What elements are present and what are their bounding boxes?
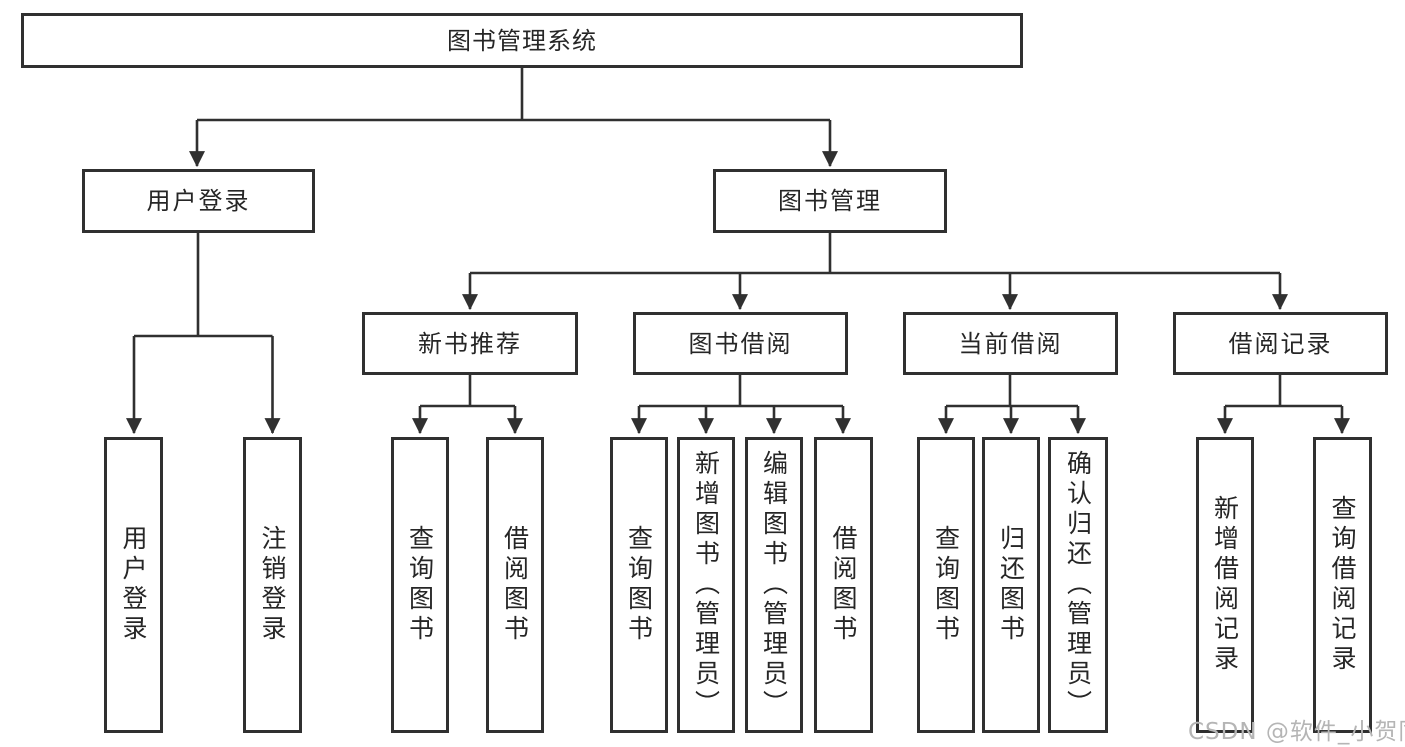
node-borrow-books: 借阅图书 [814,437,873,733]
node-logout: 注销登录 [243,437,302,733]
node-add-books-admin: 新增图书（管理员） [677,437,735,733]
node-edit-books-admin: 编辑图书（管理员） [745,437,803,733]
node-current-borrow: 当前借阅 [903,312,1118,375]
node-query-books-borrow: 查询图书 [610,437,668,733]
node-user-login: 用户登录 [82,169,315,233]
node-query-borrow-record: 查询借阅记录 [1313,437,1372,733]
node-book-management: 图书管理 [713,169,947,233]
node-new-book-recommend: 新书推荐 [362,312,578,375]
node-return-books: 归还图书 [982,437,1040,733]
node-root-system: 图书管理系统 [21,13,1023,68]
node-query-books-current: 查询图书 [917,437,975,733]
node-borrow-books-recommend: 借阅图书 [486,437,544,733]
node-add-borrow-record: 新增借阅记录 [1196,437,1254,733]
node-book-borrow: 图书借阅 [633,312,848,375]
node-confirm-return-admin: 确认归还（管理员） [1048,437,1108,733]
node-user-login-leaf: 用户登录 [104,437,163,733]
node-borrow-records: 借阅记录 [1173,312,1388,375]
node-query-books-recommend: 查询图书 [391,437,449,733]
csdn-watermark: CSDN @软件_小贺同学 [1188,719,1405,745]
